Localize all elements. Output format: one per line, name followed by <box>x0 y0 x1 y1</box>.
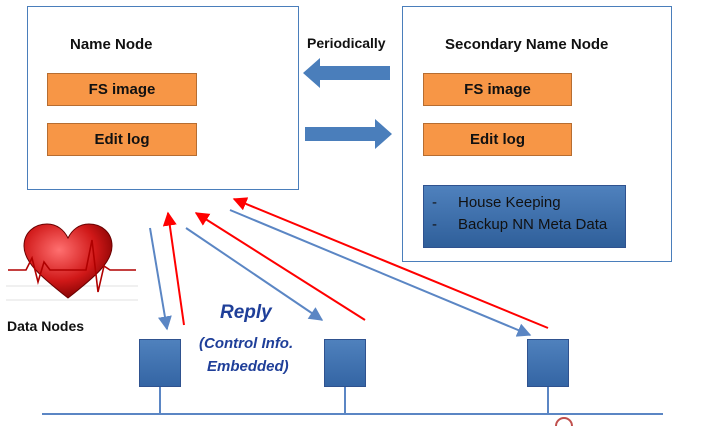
name-node-fs-image: FS image <box>47 73 197 106</box>
corner-mark <box>555 417 573 426</box>
data-node-1 <box>139 339 181 387</box>
secondary-tasks-box: -House Keeping -Backup NN Meta Data <box>423 185 626 248</box>
data-node-3 <box>527 339 569 387</box>
reply-line-2: Embedded) <box>207 358 289 375</box>
reply-line-1: (Control Info. <box>199 335 294 352</box>
heart-ecg-icon <box>6 214 138 318</box>
request-arrow-2 <box>185 227 324 321</box>
data-node-2 <box>324 339 366 387</box>
task-item: -Backup NN Meta Data <box>432 216 608 233</box>
secondary-fs-image: FS image <box>423 73 572 106</box>
data-nodes-label: Data Nodes <box>7 318 85 334</box>
periodically-label: Periodically <box>307 35 386 51</box>
secondary-edit-log: Edit log <box>423 123 572 156</box>
name-node-title: Name Node <box>70 36 153 53</box>
secondary-name-node-title: Secondary Name Node <box>445 36 609 53</box>
arrow-left-icon <box>303 58 390 88</box>
task-item: -House Keeping <box>432 194 561 211</box>
name-node-edit-log: Edit log <box>47 123 197 156</box>
reply-title: Reply <box>220 302 272 323</box>
request-arrow-1 <box>149 227 172 331</box>
reply-arrow-1 <box>162 211 185 326</box>
reply-arrow-3 <box>232 197 549 329</box>
reply-arrow-2 <box>194 212 366 321</box>
request-arrow-3 <box>229 209 532 337</box>
arrow-right-icon <box>305 119 392 149</box>
